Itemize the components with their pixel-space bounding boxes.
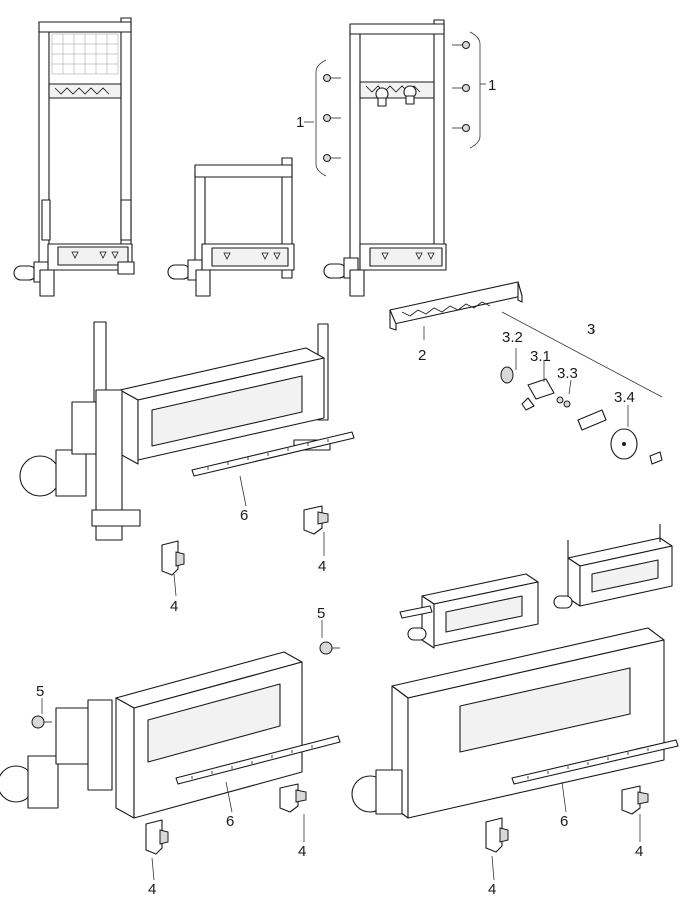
- callout-4-bottom-left-left: 4: [148, 881, 156, 898]
- callout-6-bottom-right: 6: [560, 813, 568, 830]
- tall-mounting-frame-left: [13, 17, 135, 297]
- callout-3-1: 3.1: [530, 348, 551, 365]
- clip-bottom-right-right: [621, 785, 649, 815]
- callout-labels: 1 1 2 3 3.2 3.1 3.3 3.4 6 4 4 5 5 6 4 4 …: [36, 77, 643, 898]
- clip-middle-left: [161, 540, 185, 576]
- small-mounting-box-front: [399, 573, 539, 649]
- callout-4-bottom-right-left: 4: [488, 881, 496, 898]
- clip-bottom-left-right: [279, 783, 307, 813]
- large-mounting-box-bottom-left: [0, 651, 341, 819]
- large-mounting-box-middle: [19, 321, 331, 541]
- clip-bottom-right-left: [485, 817, 509, 853]
- small-mounting-box-back: [553, 524, 673, 609]
- callout-1-right: 1: [488, 77, 496, 94]
- callout-6-middle: 6: [240, 507, 248, 524]
- callout-3: 3: [587, 321, 595, 338]
- leader-lines: [41, 83, 641, 881]
- short-mounting-frame: [167, 157, 295, 297]
- tall-mounting-frame-with-anchors: [323, 19, 447, 297]
- callout-2: 2: [418, 347, 426, 364]
- large-mounting-box-bottom-right: [351, 627, 679, 819]
- callout-5-right: 5: [317, 605, 325, 622]
- connection-set: [500, 311, 663, 465]
- callout-4-middle-right: 4: [318, 558, 326, 575]
- fixing-screw-right: [319, 641, 340, 655]
- anchor-screws-right: [452, 31, 481, 149]
- callout-4-bottom-right-right: 4: [635, 843, 643, 860]
- mounting-bracket: [389, 281, 523, 331]
- callout-4-middle-left: 4: [170, 598, 178, 615]
- callout-3-3: 3.3: [557, 365, 578, 382]
- callout-4-bottom-left-right: 4: [298, 843, 306, 860]
- clip-bottom-left-left: [145, 819, 169, 855]
- callout-3-4: 3.4: [614, 389, 635, 406]
- fixing-screw-left: [31, 715, 52, 729]
- callout-1-left: 1: [296, 114, 304, 131]
- support-rail-middle: [191, 431, 355, 477]
- callout-6-bottom-left: 6: [226, 813, 234, 830]
- callout-3-2: 3.2: [502, 329, 523, 346]
- anchor-screws-left: [315, 59, 341, 177]
- callout-5-left: 5: [36, 683, 44, 700]
- clip-middle-right: [303, 505, 329, 535]
